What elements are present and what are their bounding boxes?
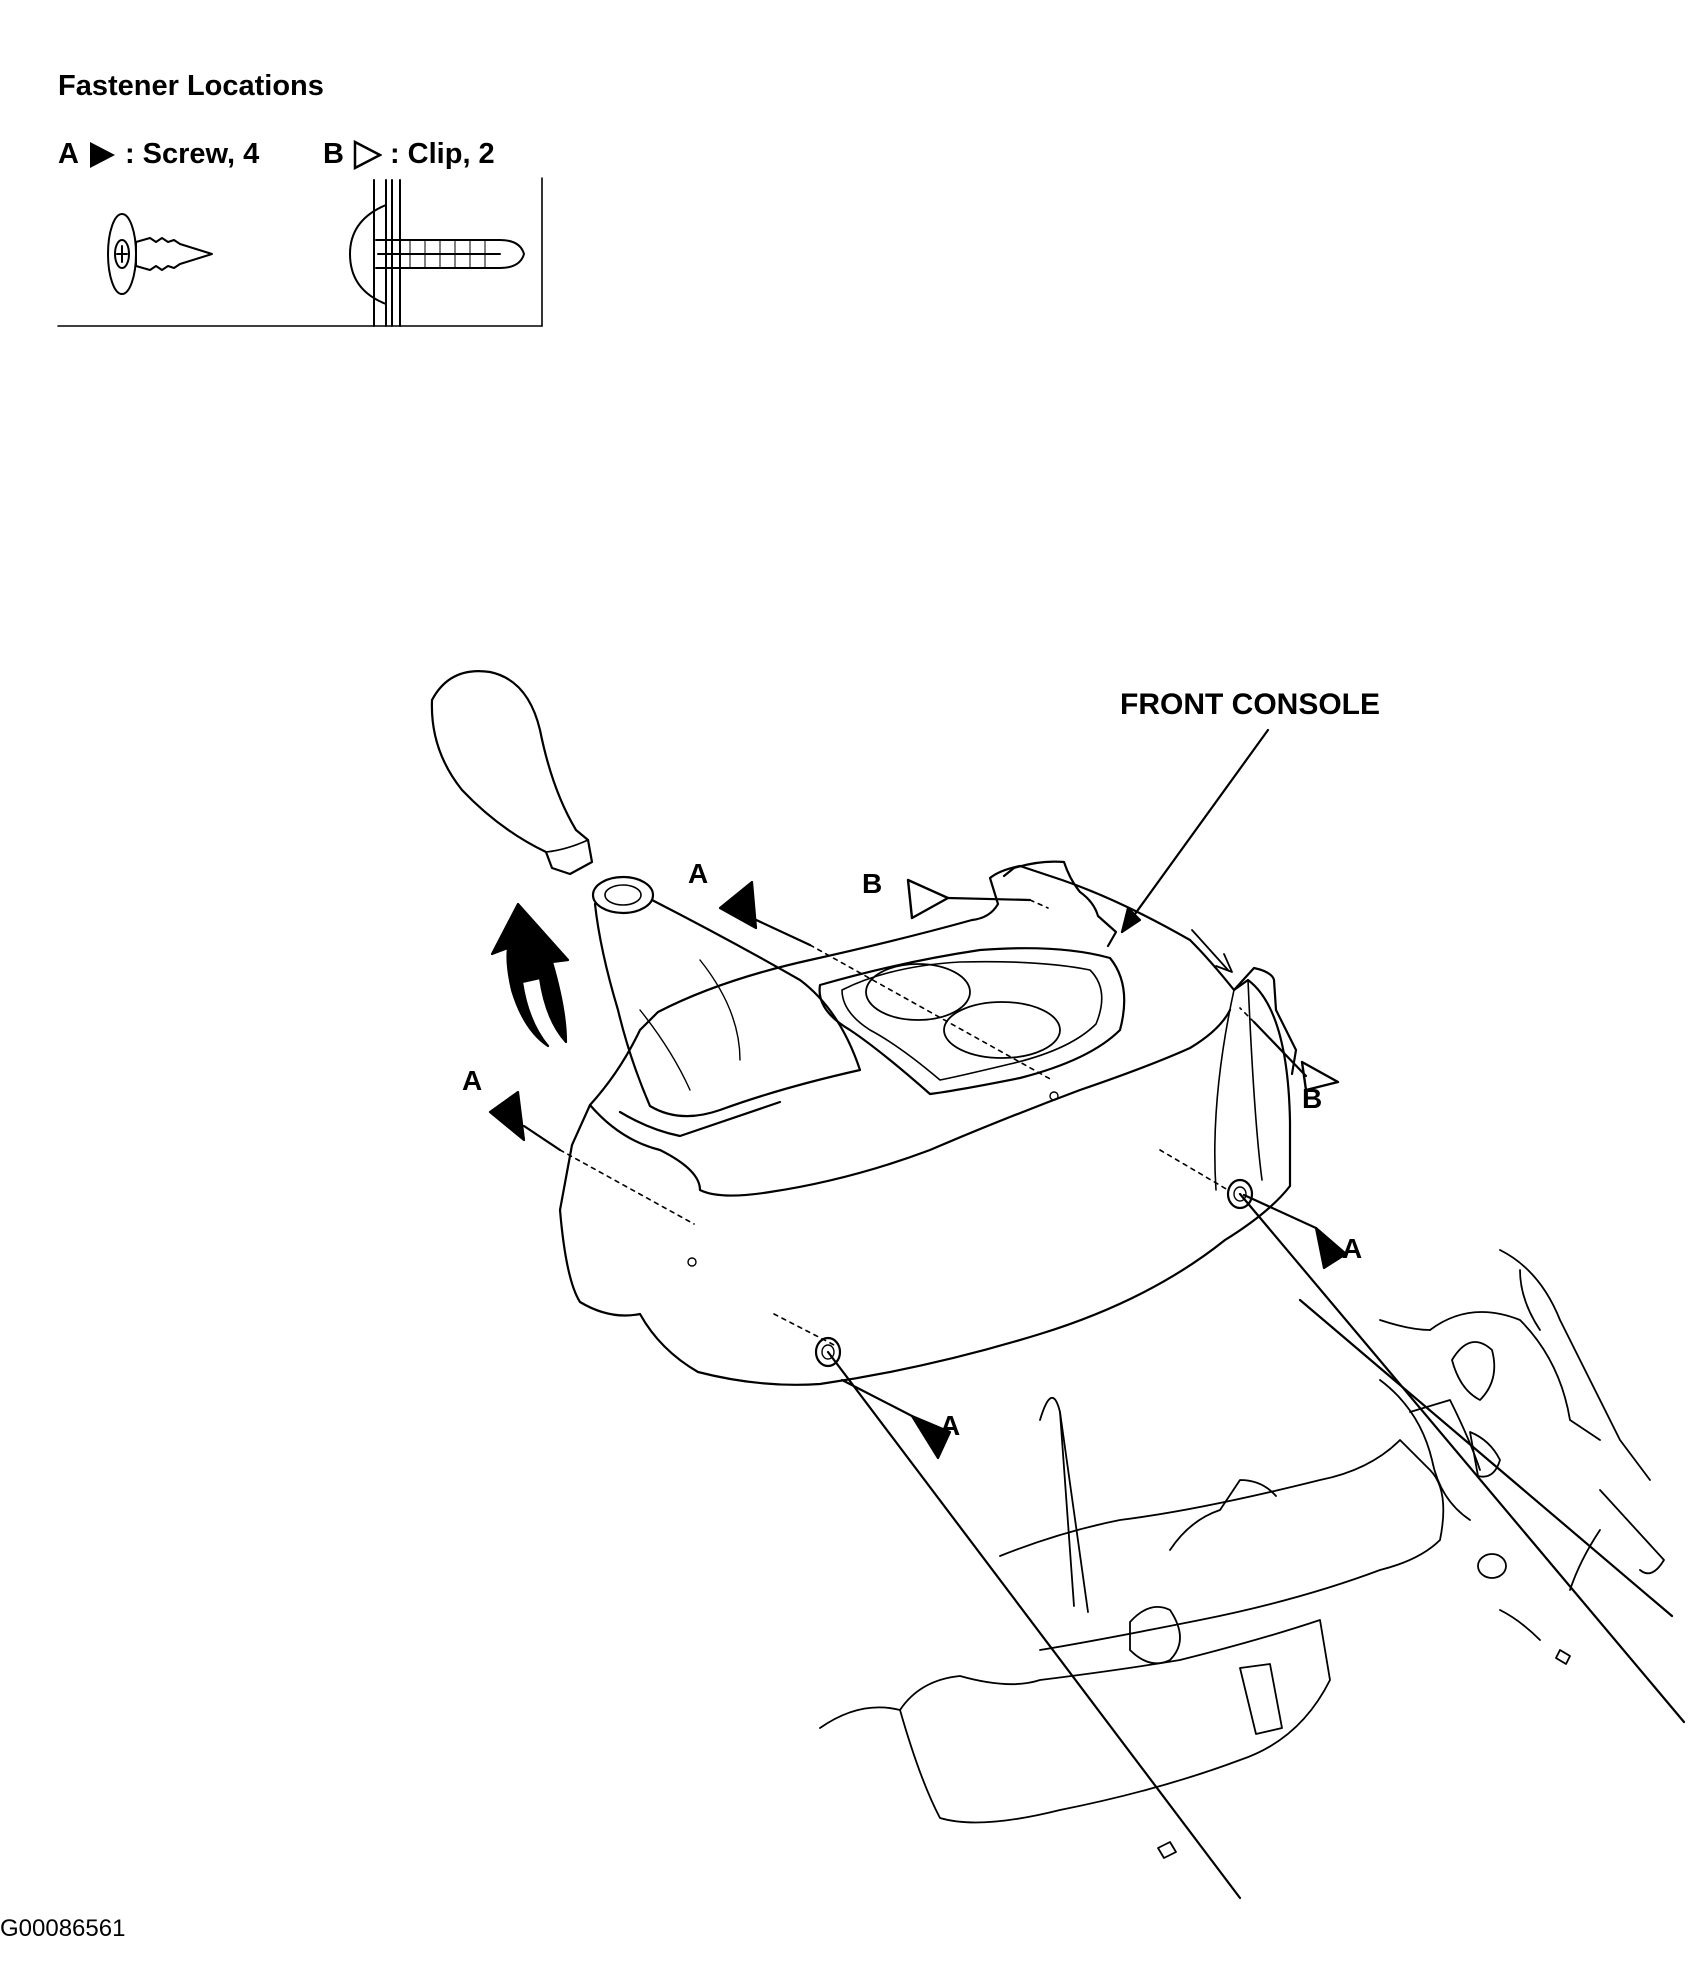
legend-frame: [57, 177, 543, 327]
legend-clip-letter: B: [323, 138, 344, 170]
callout-a-right: A: [1342, 1233, 1363, 1264]
legend-title: Fastener Locations: [58, 70, 324, 102]
legend-clip-desc: : Clip, 2: [389, 138, 495, 170]
callout-b-top: B: [862, 868, 883, 899]
legend-clip: B : Clip, 2: [323, 138, 495, 171]
legend-screw-letter: A: [58, 138, 79, 170]
clip-illustration: [349, 179, 525, 327]
callout-a-top: A: [688, 858, 709, 889]
filled-triangle-icon: [89, 141, 115, 168]
screw-pointers: [488, 880, 1686, 1900]
callout-a-left: A: [462, 1065, 483, 1096]
shift-boot: [591, 875, 862, 1118]
legend-screw-desc: : Screw, 4: [124, 138, 260, 170]
removal-arrow: [490, 902, 570, 1048]
figure-id: G00086561: [0, 1915, 126, 1942]
front-console-arrowhead: [1120, 906, 1142, 934]
clip-pointers: [906, 878, 1340, 1092]
outline-triangle-icon: [353, 139, 382, 170]
screw-illustration: [107, 213, 213, 295]
shift-knob: [430, 670, 594, 876]
shifter-bracket: [819, 1249, 1665, 1859]
front-console-label: FRONT CONSOLE: [1120, 688, 1380, 721]
legend-screw: A : Screw, 4: [58, 138, 259, 171]
front-console: [558, 860, 1298, 1386]
front-console-leader: [1120, 728, 1270, 934]
